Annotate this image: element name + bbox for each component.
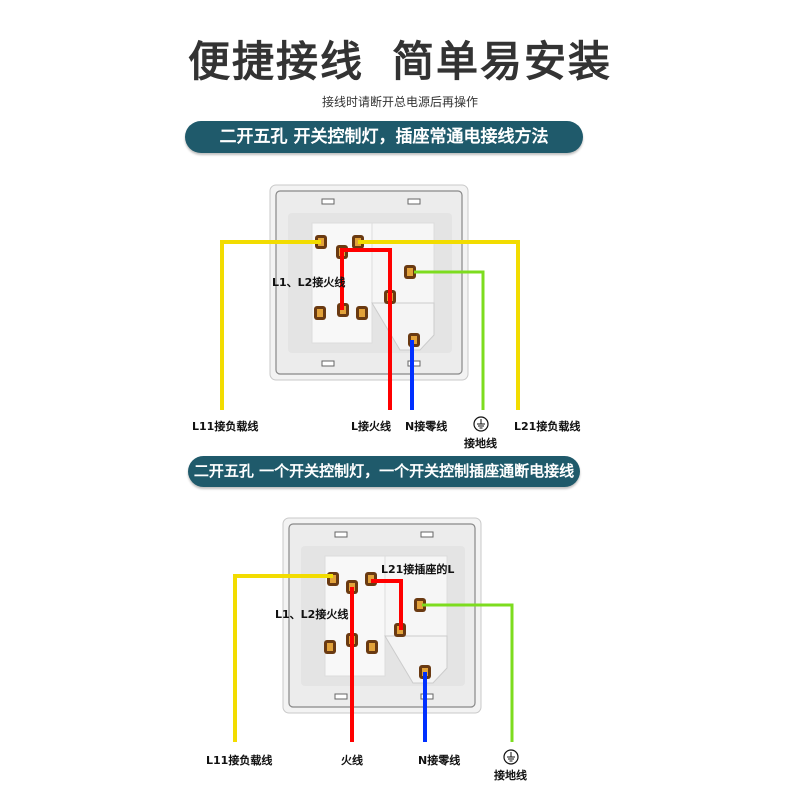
diagram2-banner: 二开五孔 一个开关控制灯，一个开关控制插座通断电接线方法 — [188, 456, 580, 511]
diagram1-banner: 二开五孔 开关控制灯，插座常通电接线方法 — [185, 121, 583, 153]
page-title: 便捷接线简单易安装 — [0, 28, 800, 89]
ground-symbol-icon — [473, 416, 489, 432]
subtitle: 接线时请断开总电源后再操作 — [321, 95, 478, 109]
label-ground: 接地线 — [494, 768, 527, 782]
label-live: 火线 — [341, 753, 363, 767]
label-l11: L11接负载线 — [192, 419, 258, 433]
title-part1: 便捷接线 — [187, 37, 364, 86]
ground-symbol-icon — [503, 749, 519, 765]
l21-socket-wire — [371, 579, 403, 630]
label-n: N接零线 — [418, 753, 460, 767]
label-l1-l2: L1、L2接火线 — [272, 275, 345, 289]
diagram1: L1、L2接火线 L11接负载线 L接火线 N接零线 接地线 L21接负载线 — [192, 184, 580, 450]
title-part2: 简单易安装 — [392, 37, 613, 86]
label-l: L接火线 — [351, 419, 391, 433]
label-l11: L11接负载线 — [206, 753, 272, 767]
label-l21: L21接负载线 — [514, 419, 580, 433]
diagram2: L21接插座的L L1、L2接火线 L11接负载线 火线 N接零线 接地线 — [206, 517, 527, 782]
ground-wire — [414, 270, 485, 410]
label-ground: 接地线 — [464, 436, 497, 450]
load-wire-l11 — [233, 574, 333, 742]
ground-wire — [422, 603, 514, 742]
label-n: N接零线 — [405, 419, 447, 433]
label-l1-l2: L1、L2接火线 — [275, 607, 348, 621]
load-wire-l11 — [220, 240, 321, 410]
load-wire-l21 — [358, 240, 520, 410]
live-wire — [340, 248, 392, 410]
label-l21-socket: L21接插座的L — [381, 562, 454, 576]
